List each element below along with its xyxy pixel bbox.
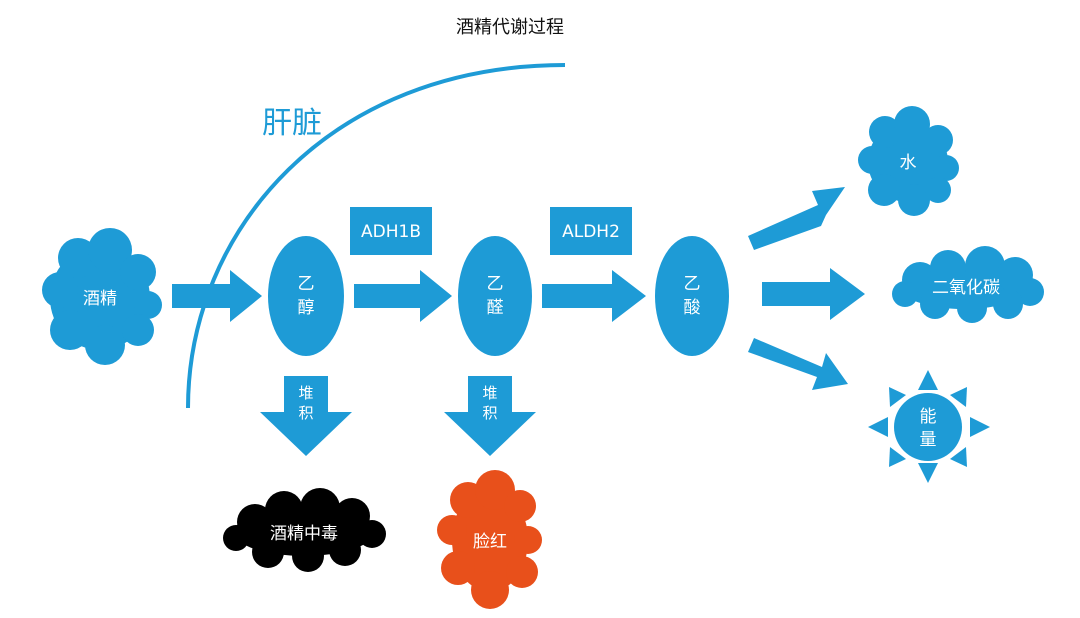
- accumulate-label-acetaldehyde-1: 堆: [482, 384, 497, 402]
- accumulate-label-ethanol-1: 堆: [298, 384, 313, 402]
- acetic-acid-label-line2: 酸: [684, 298, 701, 318]
- energy-label-line1: 能: [920, 407, 937, 427]
- liver-boundary-curve: [186, 63, 566, 409]
- acetic-acid-node: 乙 酸: [655, 236, 729, 356]
- water-label: 水: [900, 153, 917, 173]
- arrow-to-co2: [762, 268, 865, 320]
- liver-label: 肝脏: [262, 106, 322, 141]
- co2-label: 二氧化碳: [932, 278, 1000, 298]
- alcohol-cloud: 酒精: [42, 228, 162, 365]
- alcohol-label: 酒精: [83, 289, 117, 309]
- flush-cloud: 脸红: [437, 470, 542, 609]
- ethanol-label-line1: 乙: [298, 274, 315, 294]
- flush-label: 脸红: [473, 532, 507, 552]
- arrow-acetaldehyde-to-acetic-acid: [542, 270, 646, 322]
- arrow-ethanol-to-acetaldehyde: [354, 270, 452, 322]
- acetic-acid-label-line1: 乙: [684, 274, 701, 294]
- enzyme-aldh-label: ALDH2: [562, 222, 620, 242]
- co2-cloud: 二氧化碳: [892, 246, 1044, 323]
- energy-label-line2: 量: [920, 430, 937, 450]
- poisoning-cloud: 酒精中毒: [223, 488, 386, 572]
- accumulate-arrow-ethanol: 堆 积: [260, 376, 352, 456]
- water-cloud: 水: [858, 106, 959, 216]
- arrow-to-energy: [748, 338, 848, 390]
- arrow-alcohol-to-ethanol: [172, 270, 262, 322]
- enzyme-aldh-box: ALDH2: [550, 207, 632, 255]
- accumulate-arrow-acetaldehyde: 堆 积: [444, 376, 536, 456]
- enzyme-adh-box: ADH1B: [350, 207, 432, 255]
- enzyme-adh-label: ADH1B: [361, 222, 421, 242]
- diagram-title: 酒精代谢过程: [456, 17, 564, 38]
- energy-sun-icon: 能 量: [868, 370, 990, 483]
- acetaldehyde-label-line2: 醛: [487, 298, 504, 318]
- arrow-to-water: [748, 187, 845, 250]
- acetaldehyde-node: 乙 醛: [458, 236, 532, 356]
- ethanol-label-line2: 醇: [298, 298, 315, 318]
- poisoning-label: 酒精中毒: [270, 524, 338, 544]
- accumulate-label-acetaldehyde-2: 积: [482, 404, 497, 422]
- accumulate-label-ethanol-2: 积: [298, 404, 313, 422]
- ethanol-node: 乙 醇: [268, 236, 344, 356]
- acetaldehyde-label-line1: 乙: [487, 274, 504, 294]
